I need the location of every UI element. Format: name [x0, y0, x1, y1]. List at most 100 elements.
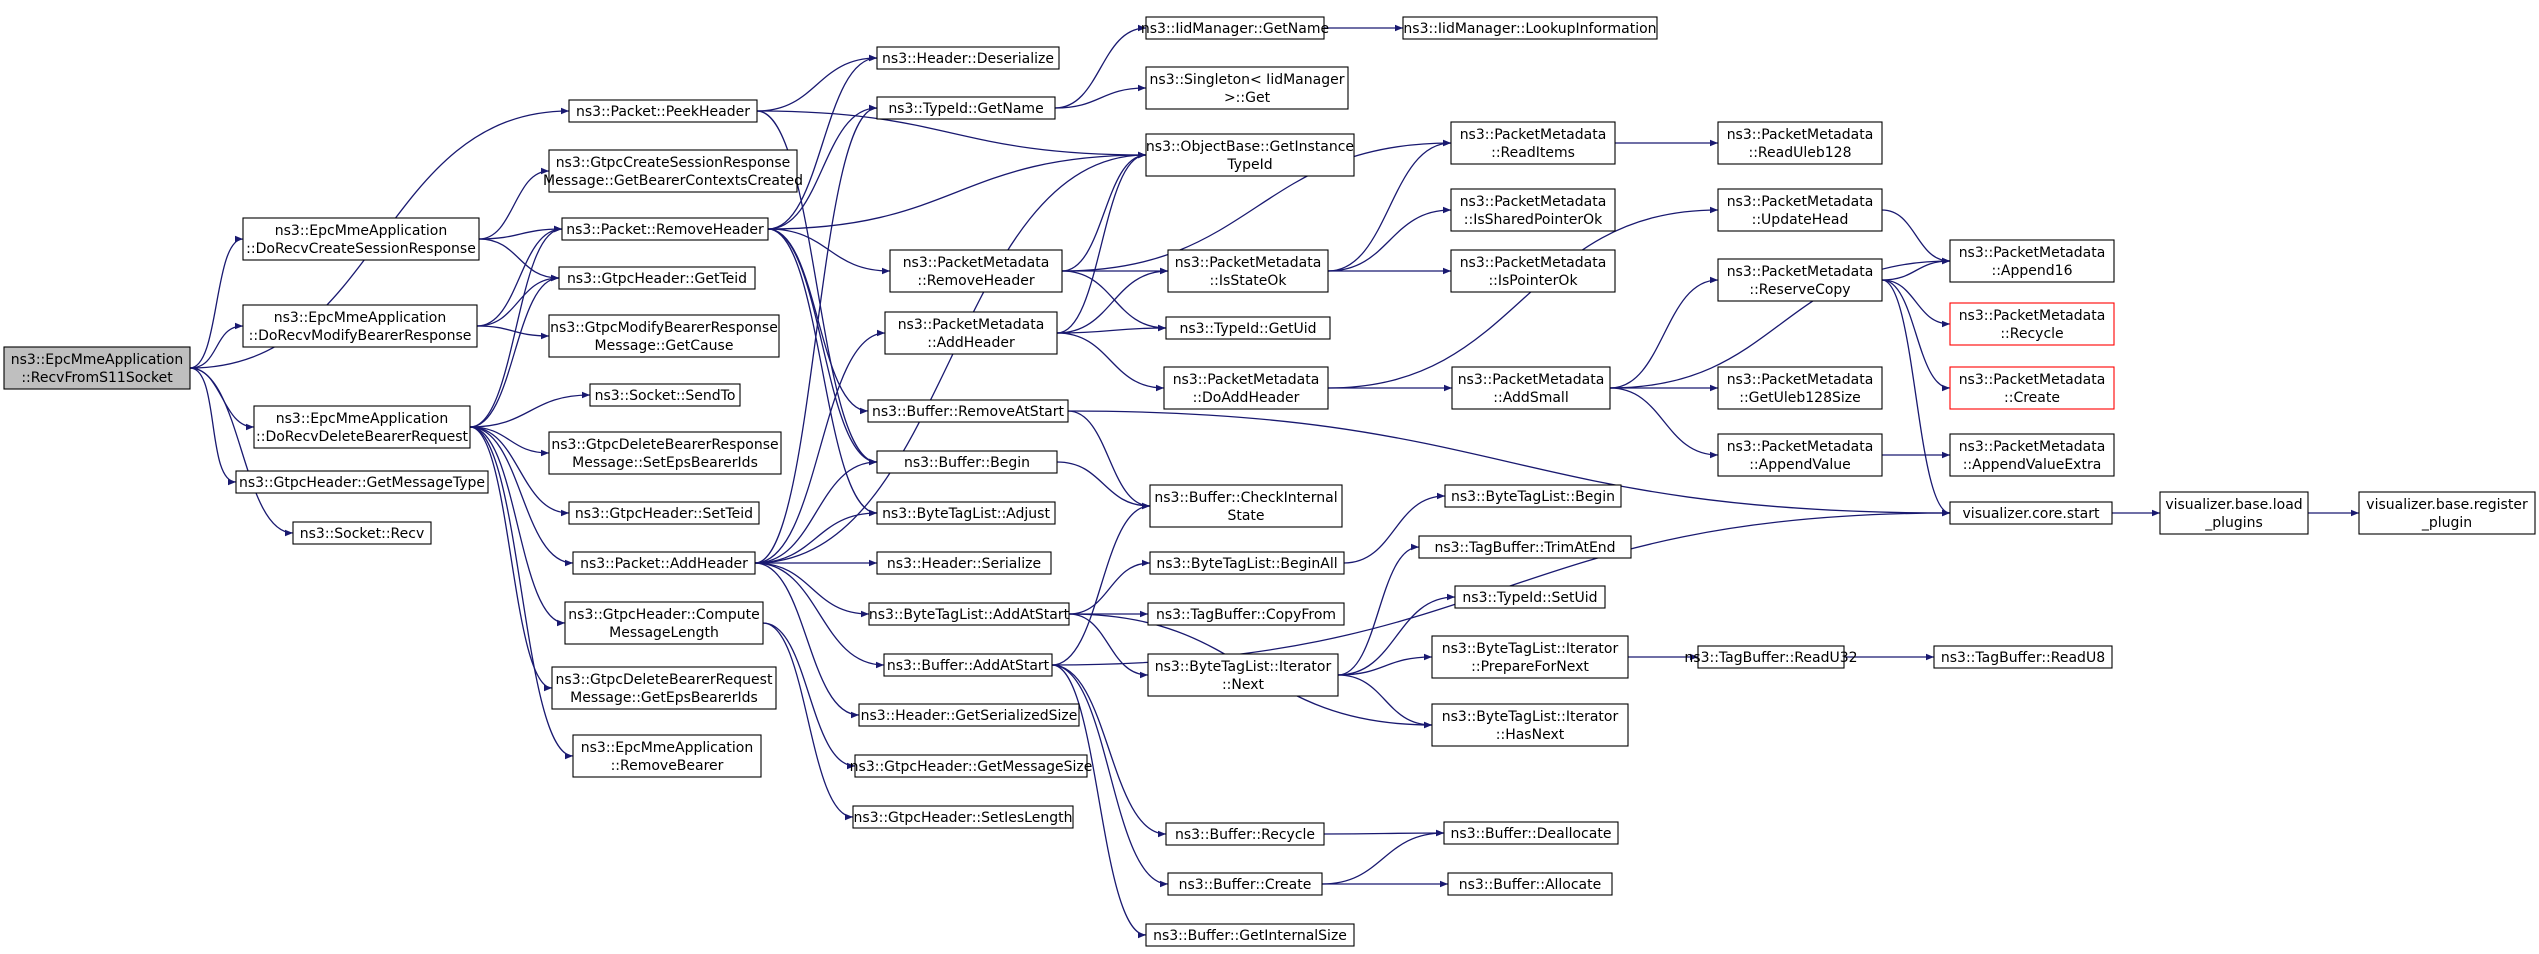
node-box[interactable] [548, 149, 798, 193]
node-box[interactable] [1697, 645, 1845, 669]
node-ns3-typeid-getname[interactable]: ns3::TypeId::GetName [876, 96, 1056, 120]
node-ns3-gtpcheader-getmessagesize[interactable]: ns3::GtpcHeader::GetMessageSize [850, 754, 1093, 778]
node-box[interactable] [235, 470, 489, 494]
node-box[interactable] [551, 666, 777, 710]
node-box[interactable] [854, 754, 1088, 778]
node-box[interactable] [1165, 316, 1331, 340]
node-ns3-packetmetadata-reservecopy[interactable]: ns3::PacketMetadata::ReserveCopy [1717, 258, 1883, 302]
node-box[interactable] [568, 99, 758, 123]
node-ns3-buffer-removeatstart[interactable]: ns3::Buffer::RemoveAtStart [867, 399, 1069, 423]
node-ns3-bytetaglist-iterator-next[interactable]: ns3::ByteTagList::Iterator::Next [1147, 653, 1339, 697]
node-ns3-buffer-recycle[interactable]: ns3::Buffer::Recycle [1165, 822, 1325, 846]
node-ns3-bytetaglist-iterator-preparefornext[interactable]: ns3::ByteTagList::Iterator::PrepareForNe… [1431, 635, 1629, 679]
node-box[interactable] [1450, 121, 1616, 165]
node-box[interactable] [572, 734, 762, 778]
node-box[interactable] [1949, 302, 2115, 346]
node-box[interactable] [564, 601, 764, 645]
node-box[interactable] [868, 602, 1070, 626]
node-ns3-packetmetadata-removeheader[interactable]: ns3::PacketMetadata::RemoveHeader [889, 249, 1063, 293]
node-box[interactable] [1443, 821, 1619, 845]
node-box[interactable] [292, 521, 432, 545]
node-visualizer-core-start[interactable]: visualizer.core.start [1949, 501, 2113, 525]
node-box[interactable] [1450, 188, 1616, 232]
node-box[interactable] [1717, 188, 1883, 232]
node-box[interactable] [1145, 133, 1355, 177]
node-ns3-packetmetadata-appendvalueextra[interactable]: ns3::PacketMetadata::AppendValueExtra [1949, 433, 2115, 477]
node-ns3-gtpcdeletebearerresponsemessage-setepsbearerids[interactable]: ns3::GtpcDeleteBearerResponseMessage::Se… [548, 431, 782, 475]
node-ns3-typeid-setuid[interactable]: ns3::TypeId::SetUid [1454, 585, 1606, 609]
node-ns3-gtpcheader-getteid[interactable]: ns3::GtpcHeader::GetTeid [558, 266, 756, 290]
node-ns3-packet-addheader[interactable]: ns3::Packet::AddHeader [572, 551, 756, 575]
node-visualizer-base-register-plugin[interactable]: visualizer.base.register_plugin [2358, 491, 2536, 535]
node-visualizer-base-load-plugins[interactable]: visualizer.base.load_plugins [2159, 491, 2309, 535]
node-box[interactable] [3, 346, 191, 390]
node-box[interactable] [1949, 366, 2115, 410]
node-ns3-header-deserialize[interactable]: ns3::Header::Deserialize [876, 46, 1060, 70]
node-ns3-packetmetadata-ispointerok[interactable]: ns3::PacketMetadata::IsPointerOk [1450, 249, 1616, 293]
node-box[interactable] [1717, 433, 1883, 477]
node-ns3-buffer-addatstart[interactable]: ns3::Buffer::AddAtStart [883, 653, 1053, 677]
node-ns3-packetmetadata-create[interactable]: ns3::PacketMetadata::Create [1949, 366, 2115, 410]
node-box[interactable] [2159, 491, 2309, 535]
node-ns3-bytetaglist-iterator-hasnext[interactable]: ns3::ByteTagList::Iterator::HasNext [1431, 703, 1629, 747]
node-box[interactable] [889, 249, 1063, 293]
node-box[interactable] [1167, 249, 1329, 293]
node-ns3-header-getserializedsize[interactable]: ns3::Header::GetSerializedSize [858, 703, 1080, 727]
node-ns3-packetmetadata-getuleb128size[interactable]: ns3::PacketMetadata::GetUleb128Size [1717, 366, 1883, 410]
node-ns3-bytetaglist-addatstart[interactable]: ns3::ByteTagList::AddAtStart [868, 602, 1070, 626]
node-box[interactable] [1949, 501, 2113, 525]
node-ns3-tagbuffer-readu8[interactable]: ns3::TagBuffer::ReadU8 [1933, 645, 2113, 669]
node-box[interactable] [867, 399, 1069, 423]
node-box[interactable] [242, 217, 480, 261]
node-ns3-packetmetadata-append16[interactable]: ns3::PacketMetadata::Append16 [1949, 239, 2115, 283]
node-ns3-gtpccreatesessionresponsemessage-getbearercontextscreated[interactable]: ns3::GtpcCreateSessionResponseMessage::G… [543, 149, 803, 193]
node-box[interactable] [1145, 66, 1349, 110]
node-box[interactable] [1933, 645, 2113, 669]
node-ns3-packetmetadata-readuleb128[interactable]: ns3::PacketMetadata::ReadUleb128 [1717, 121, 1883, 165]
node-box[interactable] [1147, 653, 1339, 697]
node-box[interactable] [876, 501, 1056, 525]
node-ns3-packetmetadata-issharedpointerok[interactable]: ns3::PacketMetadata::IsSharedPointerOk [1450, 188, 1616, 232]
node-ns3-packetmetadata-addheader[interactable]: ns3::PacketMetadata::AddHeader [884, 311, 1058, 355]
node-box[interactable] [568, 501, 760, 525]
node-box[interactable] [2358, 491, 2536, 535]
node-ns3-buffer-deallocate[interactable]: ns3::Buffer::Deallocate [1443, 821, 1619, 845]
node-box[interactable] [561, 217, 769, 241]
node-ns3-iidmanager-lookupinformation[interactable]: ns3::IidManager::LookupInformation [1402, 16, 1658, 40]
node-box[interactable] [884, 311, 1058, 355]
node-ns3-gtpcheader-getmessagetype[interactable]: ns3::GtpcHeader::GetMessageType [235, 470, 489, 494]
node-ns3-packetmetadata-appendvalue[interactable]: ns3::PacketMetadata::AppendValue [1717, 433, 1883, 477]
node-box[interactable] [1444, 484, 1622, 508]
node-box[interactable] [1451, 366, 1611, 410]
node-ns3-epcmmeapplication-dorecvcreatesessionresponse[interactable]: ns3::EpcMmeApplication::DoRecvCreateSess… [242, 217, 480, 261]
node-box[interactable] [1163, 366, 1329, 410]
node-box[interactable] [876, 450, 1058, 474]
node-ns3-packetmetadata-doaddheader[interactable]: ns3::PacketMetadata::DoAddHeader [1163, 366, 1329, 410]
node-box[interactable] [1447, 872, 1613, 896]
node-ns3-bytetaglist-adjust[interactable]: ns3::ByteTagList::Adjust [876, 501, 1056, 525]
node-ns3-packetmetadata-isstateok[interactable]: ns3::PacketMetadata::IsStateOk [1167, 249, 1329, 293]
node-box[interactable] [1431, 703, 1629, 747]
node-box[interactable] [883, 653, 1053, 677]
node-ns3-tagbuffer-readu32[interactable]: ns3::TagBuffer::ReadU32 [1684, 645, 1858, 669]
node-box[interactable] [876, 551, 1052, 575]
node-ns3-gtpcdeletebearerrequestmessage-getepsbearerids[interactable]: ns3::GtpcDeleteBearerRequestMessage::Get… [551, 666, 777, 710]
node-ns3-packetmetadata-readitems[interactable]: ns3::PacketMetadata::ReadItems [1450, 121, 1616, 165]
node-ns3-epcmmeapplication-recvfroms11socket[interactable]: ns3::EpcMmeApplication::RecvFromS11Socke… [3, 346, 191, 390]
node-ns3-packetmetadata-addsmall[interactable]: ns3::PacketMetadata::AddSmall [1451, 366, 1611, 410]
node-ns3-header-serialize[interactable]: ns3::Header::Serialize [876, 551, 1052, 575]
node-box[interactable] [558, 266, 756, 290]
node-box[interactable] [589, 383, 741, 407]
node-box[interactable] [1431, 635, 1629, 679]
node-box[interactable] [548, 314, 780, 358]
node-box[interactable] [1402, 16, 1658, 40]
node-box[interactable] [1149, 551, 1345, 575]
node-box[interactable] [1418, 535, 1632, 559]
node-box[interactable] [1717, 258, 1883, 302]
node-ns3-bytetaglist-begin[interactable]: ns3::ByteTagList::Begin [1444, 484, 1622, 508]
node-ns3-packet-removeheader[interactable]: ns3::Packet::RemoveHeader [561, 217, 769, 241]
node-ns3-iidmanager-getname[interactable]: ns3::IidManager::GetName [1141, 16, 1329, 40]
node-ns3-buffer-allocate[interactable]: ns3::Buffer::Allocate [1447, 872, 1613, 896]
node-ns3-packetmetadata-recycle[interactable]: ns3::PacketMetadata::Recycle [1949, 302, 2115, 346]
